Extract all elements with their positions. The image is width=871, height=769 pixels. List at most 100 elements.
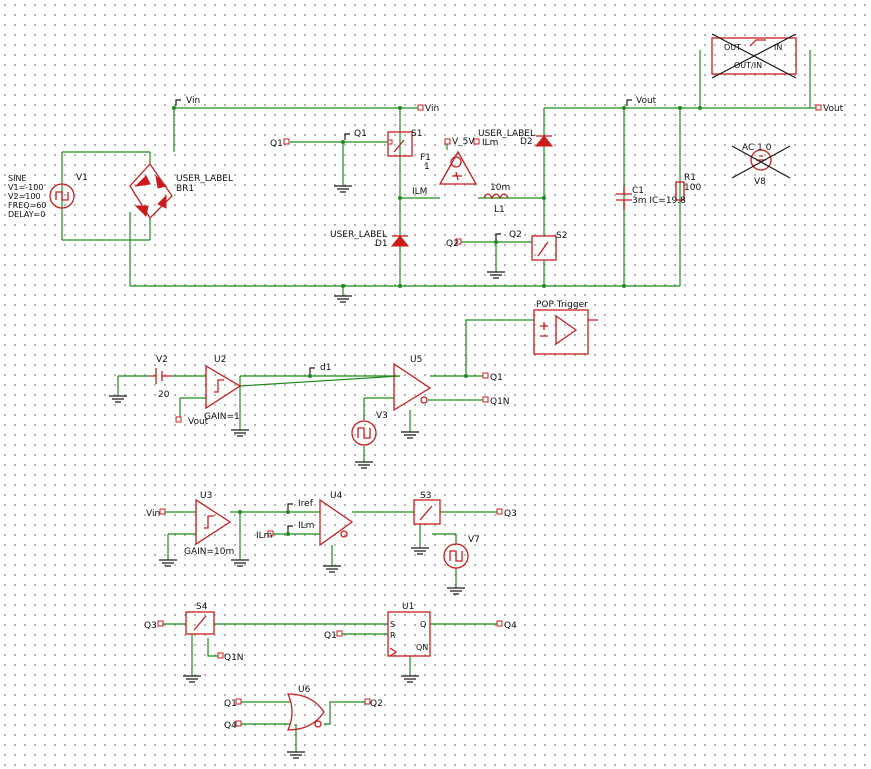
- pulse-source-v7[interactable]: [443, 543, 469, 569]
- f1-controlled-source[interactable]: [438, 150, 478, 185]
- label-ac: AC 1 0: [742, 143, 772, 153]
- junction-dots: [172, 106, 702, 536]
- label-c1: C1: [632, 186, 644, 196]
- net-flags: [175, 99, 632, 532]
- label-u5: U5: [410, 355, 422, 365]
- label-user-label-br1: USER_LABEL: [176, 174, 233, 184]
- label-u2-gain: GAIN=1: [204, 412, 240, 422]
- flip-flop-u1[interactable]: [387, 611, 431, 657]
- switch-s4[interactable]: [185, 611, 215, 635]
- label-q1-left: Q1: [270, 139, 283, 149]
- label-u4: U4: [330, 491, 343, 501]
- label-q2-u6: Q2: [370, 699, 383, 709]
- label-s3: S3: [420, 491, 431, 501]
- label-vin-right: Vin: [425, 104, 439, 114]
- label-v7: V7: [468, 535, 480, 545]
- bridge-rectifier-br1[interactable]: [129, 162, 173, 220]
- label-d1: D1: [375, 239, 388, 249]
- diode-d2[interactable]: [534, 135, 554, 147]
- label-sine-2: V2=100: [8, 192, 41, 201]
- ac-source-v8[interactable]: [731, 145, 791, 179]
- label-q1-tag: Q1: [354, 129, 367, 139]
- label-br1: BR1: [176, 184, 194, 194]
- label-vout-right: Vout: [823, 104, 844, 114]
- switch-s3[interactable]: [413, 499, 441, 525]
- label-d2: D2: [520, 137, 533, 147]
- label-q3-in: Q3: [144, 621, 157, 631]
- label-q4-u6: Q4: [224, 721, 237, 731]
- nor-gate-u6[interactable]: [287, 693, 325, 731]
- label-xfmr-bot: OUT/IN: [734, 61, 762, 70]
- label-u3-gain: GAIN=10m: [184, 547, 234, 557]
- label-q1-out: Q1: [490, 373, 503, 383]
- opamp-u3[interactable]: [195, 498, 232, 546]
- label-v8: V8: [754, 177, 766, 187]
- label-r1: R1: [684, 173, 696, 183]
- label-u3: U3: [200, 491, 212, 501]
- capacitor-c1[interactable]: [616, 186, 632, 210]
- label-user-label-ilm: USER_LABEL: [478, 129, 535, 139]
- switch-s1[interactable]: [387, 131, 413, 157]
- label-u1: U1: [402, 602, 414, 612]
- label-ff-s: S: [390, 620, 395, 629]
- transformer-block[interactable]: [711, 33, 797, 79]
- label-v1: V1: [76, 173, 88, 183]
- label-s2: S2: [556, 231, 567, 241]
- label-sine-3: FREQ=60: [8, 201, 46, 210]
- label-sine-0: SINE: [8, 174, 26, 183]
- label-s4: S4: [196, 602, 208, 612]
- label-ilm-pin: ILm: [482, 138, 498, 148]
- resistor-r1[interactable]: [675, 181, 685, 201]
- label-l1: L1: [494, 205, 505, 215]
- switch-s2[interactable]: [531, 235, 557, 261]
- v1-sine-source[interactable]: [49, 183, 75, 209]
- label-q1-ff: Q1: [324, 631, 337, 641]
- label-f1: F1: [420, 153, 431, 163]
- ground-symbols: [109, 185, 505, 759]
- label-d1-tag: d1: [320, 363, 331, 373]
- opamp-u2[interactable]: [205, 364, 242, 410]
- label-vin-top: Vin: [186, 96, 200, 106]
- label-q4-out: Q4: [504, 621, 517, 631]
- label-iref: Iref: [298, 499, 314, 509]
- label-q1n-out: Q1N: [490, 397, 510, 407]
- label-c1-val: 3m IC=19.8: [632, 196, 686, 206]
- label-v2: V2: [156, 355, 168, 365]
- connector-pins: [157, 104, 822, 727]
- label-q3-out: Q3: [504, 509, 517, 519]
- label-q2-left: Q2: [446, 239, 459, 249]
- label-ilm-tag: ILM: [412, 187, 427, 197]
- label-ilm-in: ILm: [256, 531, 272, 541]
- diode-d1[interactable]: [390, 235, 410, 247]
- label-xfmr-top-in: IN: [774, 43, 782, 52]
- label-ff-q: Q: [420, 620, 426, 629]
- label-ilm-tag2: ILm: [298, 521, 314, 531]
- label-s1: S1: [411, 129, 422, 139]
- label-v3: V3: [376, 411, 388, 421]
- comparator-u4[interactable]: [319, 498, 354, 547]
- label-u6: U6: [298, 685, 311, 695]
- battery-v2[interactable]: [150, 368, 172, 384]
- pulse-source-v3[interactable]: [351, 420, 377, 446]
- text-labels: Vin Vin Vout Vout Q1 Q1 S1 V_5V USER_LAB…: [8, 43, 844, 731]
- label-v2-val: 20: [158, 390, 170, 400]
- label-ff-qn: QN: [416, 643, 428, 652]
- label-r1-val: 100: [684, 183, 701, 193]
- label-xfmr-top: OUT: [724, 43, 741, 52]
- label-pop-trigger: POP Trigger: [536, 300, 588, 310]
- inductor-l1[interactable]: [483, 193, 509, 200]
- label-q1n-tag: Q1N: [224, 653, 244, 663]
- label-f1-gain: 1: [424, 162, 430, 172]
- label-v5v: V_5V: [452, 137, 475, 147]
- label-sine-4: DELAY=0: [8, 210, 45, 219]
- label-q1-u6: Q1: [224, 699, 237, 709]
- label-u2: U2: [214, 355, 226, 365]
- pop-trigger-block[interactable]: [533, 309, 598, 355]
- label-vout-top: Vout: [636, 96, 657, 106]
- label-sine-1: V1=-100: [8, 183, 43, 192]
- comparator-u5[interactable]: [393, 362, 432, 412]
- label-user-label-d1: USER_LABEL: [330, 230, 387, 240]
- label-vout-tag2: Vout: [188, 417, 209, 427]
- label-ff-r: R: [390, 631, 396, 640]
